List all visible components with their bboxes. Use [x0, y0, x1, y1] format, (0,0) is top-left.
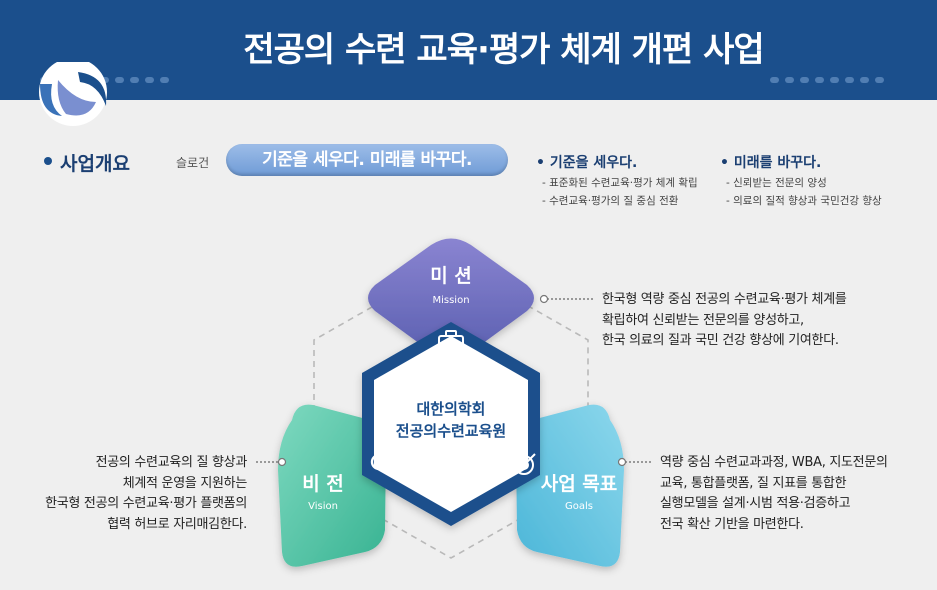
mission-description: 한국형 역량 중심 전공의 수련교육·평가 체계를 확립하여 신뢰받는 전문의를… [602, 290, 847, 352]
magnifier-icon [370, 453, 393, 476]
target-icon [514, 453, 536, 475]
mission-desc-line: 한국 의료의 질과 국민 건강 향상에 기여한다. [602, 333, 839, 348]
goals-desc-line: 전국 확산 기반을 마련한다. [660, 516, 804, 532]
goals-desc-line: 교육, 통합플랫폼, 질 지표를 통합한 [660, 475, 847, 491]
center-line-2: 전공의수련교육원 [396, 422, 506, 440]
center-frame [362, 322, 540, 526]
mission-shape [368, 238, 534, 358]
vision-description: 전공의 수련교육의 질 향상과 체계적 운영을 지원하는 한국형 전공의 수련교… [45, 453, 247, 535]
goals-shape [515, 404, 624, 567]
goals-desc-line: 역량 중심 수련교과과정, WBA, 지도전문의 [660, 455, 888, 470]
page-title: 전공의 수련 교육·평가 체계 개편 사업 [243, 30, 764, 70]
section-bullet [44, 157, 52, 165]
mission-subtitle: Mission [432, 295, 469, 306]
vision-subtitle: Vision [308, 501, 338, 512]
header-banner: 전공의 수련 교육·평가 체계 개편 사업 [0, 0, 937, 100]
section-label: 사업개요 [60, 153, 130, 175]
slogan-label: 슬로건 [176, 156, 210, 170]
goals-subtitle: Goals [565, 501, 593, 512]
mission-desc-line: 확립하여 신뢰받는 전문의를 양성하고, [602, 312, 804, 328]
vision-desc-line: 전공의 수련교육의 질 향상과 [95, 455, 248, 470]
goals-desc-line: 실행모델을 설계·시범 적용·검증하고 [660, 496, 851, 511]
org-logo [39, 62, 107, 126]
goals-connector-dot [617, 457, 627, 467]
key-point-item: - 수련교육·평가의 질 중심 전환 [542, 195, 679, 207]
key-point-title: • 기준을 세우다. [536, 155, 638, 171]
key-point-item: - 신뢰받는 전문의 양성 [726, 177, 827, 189]
mission-title: 미 션 [430, 265, 472, 287]
key-point-title: • 미래를 바꾸다. [720, 155, 822, 171]
outer-dashed-ring [313, 261, 589, 559]
mission-desc-line: 한국형 역량 중심 전공의 수련교육·평가 체계를 [602, 292, 847, 307]
key-point-item: - 표준화된 수련교육·평가 체계 확립 [542, 177, 698, 189]
vision-connector-dot [277, 457, 287, 467]
key-point-future: • 미래를 바꾸다. - 신뢰받는 전문의 양성 - 의료의 질적 향상과 국민… [720, 152, 882, 208]
banner-decoration-dots-right [770, 68, 890, 83]
vision-desc-line: 한국형 전공의 수련교육·평가 플랫폼의 [45, 496, 247, 511]
key-point-item: - 의료의 질적 향상과 국민건강 향상 [726, 195, 882, 207]
vision-desc-line: 체계적 운영을 지원하는 [122, 475, 248, 491]
goals-title: 사업 목표 [541, 473, 618, 495]
key-point-standard: • 기준을 세우다. - 표준화된 수련교육·평가 체계 확립 - 수련교육·평… [536, 152, 698, 208]
mission-connector-dot [539, 294, 549, 304]
vision-shape [278, 404, 387, 567]
slogan-pill: 기준을 세우다. 미래를 바꾸다. [226, 144, 508, 176]
vision-title: 비 전 [302, 473, 344, 495]
goals-description: 역량 중심 수련교과과정, WBA, 지도전문의 교육, 통합플랫폼, 질 지표… [660, 453, 888, 535]
briefcase-icon [438, 330, 464, 354]
center-line-1: 대한의학회 [416, 400, 485, 418]
vision-desc-line: 협력 허브로 자리매김한다. [107, 516, 247, 532]
